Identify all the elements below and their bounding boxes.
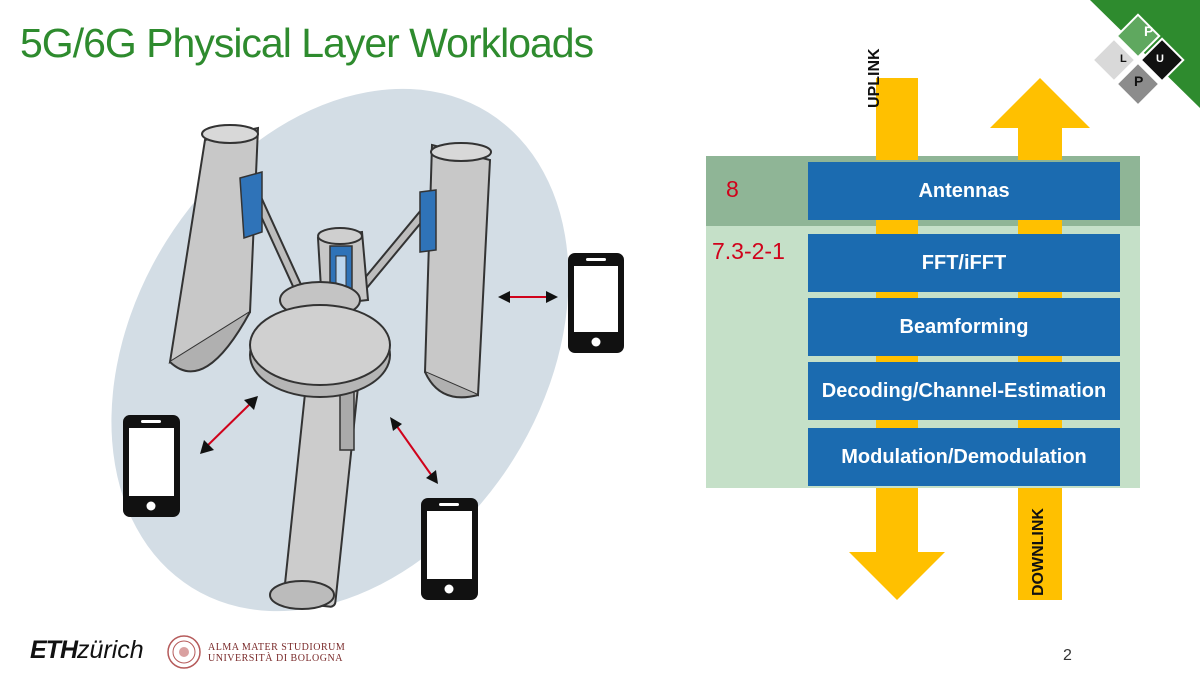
smartphone-icon (123, 415, 180, 517)
page-number: 2 (1063, 647, 1072, 664)
pulp-logo: P U L P (1090, 0, 1200, 108)
downlink-label: DOWNLINK (1030, 508, 1047, 596)
base-station-illustration (111, 88, 624, 612)
smartphone-icon (421, 498, 478, 600)
uplink-arrow-head (990, 78, 1090, 160)
uplink-arrow-shaft-top (876, 78, 918, 160)
beamforming-block: Beamforming (808, 298, 1120, 356)
split-7-label: 7.3-2-1 (712, 238, 785, 264)
double-arrow-icon (390, 417, 438, 484)
eth-zurich-logo: ETHzürich (30, 636, 144, 665)
pulp-logo-letter-l: L (1120, 53, 1127, 65)
downlink-arrow-shaft-bottom (1018, 488, 1062, 600)
uplink-label: UPLINK (866, 48, 883, 108)
split-8-label: 8 (726, 176, 739, 202)
modulation-demodulation-block: Modulation/Demodulation (808, 428, 1120, 486)
unibo-line-1: ALMA MATER STUDIORUM (208, 642, 346, 653)
double-arrow-icon (498, 291, 558, 303)
unibo-logo-text: ALMA MATER STUDIORUM UNIVERSITÀ DI BOLOG… (208, 642, 345, 664)
antennas-block: Antennas (808, 162, 1120, 220)
downlink-arrow-head (849, 488, 945, 600)
pulp-logo-letter-u: U (1156, 53, 1164, 65)
double-arrow-icon (200, 396, 258, 454)
pulp-logo-letter-p: P (1144, 23, 1153, 39)
unibo-line-2: UNIVERSITÀ DI BOLOGNA (208, 653, 343, 664)
fft-ifft-block: FFT/iFFT (808, 234, 1120, 292)
smartphone-icon (568, 253, 624, 353)
slide-title: 5G/6G Physical Layer Workloads (20, 20, 594, 66)
decoding-channel-estimation-block: Decoding/Channel-Estimation (808, 362, 1120, 420)
eth-logo-italic: zürich (77, 636, 144, 664)
pulp-logo-letter-p2: P (1134, 73, 1143, 89)
unibo-seal-icon (167, 635, 201, 669)
eth-logo-bold: ETH (30, 636, 78, 664)
